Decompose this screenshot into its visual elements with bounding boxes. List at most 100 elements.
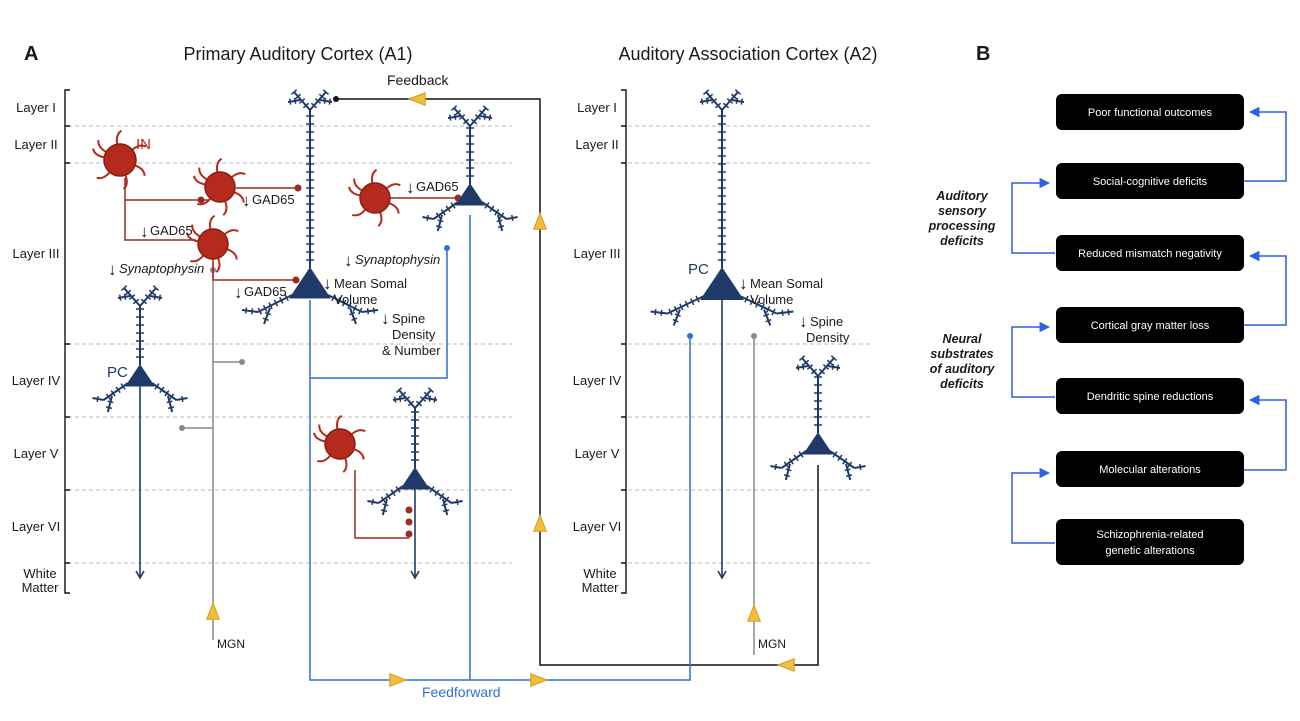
side-label-line: deficits	[940, 377, 984, 391]
layer-label: Layer II	[575, 137, 618, 152]
feedback-arrow-up	[532, 513, 548, 532]
mean-somal-label: Mean Somal	[334, 276, 407, 291]
side-label-line: sensory	[938, 204, 987, 218]
volume-label: Volume	[334, 292, 377, 307]
chain-connectors	[1011, 106, 1287, 544]
mean-somal-label: Mean Somal	[750, 276, 823, 291]
pathway-arrows	[205, 91, 795, 688]
gad65-label: GAD65	[416, 179, 459, 194]
down-arrow: ↓	[140, 222, 149, 241]
layer-label: Layer VI	[573, 519, 621, 534]
down-arrow: ↓	[381, 309, 390, 328]
down-arrow: ↓	[799, 312, 808, 331]
density-label: Density	[806, 330, 850, 345]
layer-label: Layer VI	[12, 519, 60, 534]
interneuron-layer5	[313, 414, 366, 473]
chain-box-label: Molecular alterations	[1099, 464, 1201, 476]
layer-labels-a2: Layer I Layer II Layer III Layer IV Laye…	[573, 100, 622, 595]
layer-label: Layer I	[16, 100, 56, 115]
down-arrow: ↓	[344, 251, 353, 270]
layer-label: Layer IV	[573, 373, 622, 388]
feedforward-arrow	[389, 672, 408, 688]
gad65-label: GAD65	[252, 192, 295, 207]
volume-label: Volume	[750, 292, 793, 307]
layer-label: Layer III	[13, 246, 60, 261]
interneuron-axons	[124, 178, 458, 539]
feedforward-branch	[310, 248, 448, 379]
down-arrow: ↓	[242, 191, 251, 210]
layer-labels-a1: Layer I Layer II Layer III Layer IV Laye…	[12, 100, 61, 595]
interneuron-layer3-a	[193, 157, 246, 216]
chain-box: Social-cognitive deficits	[1056, 163, 1244, 199]
layer-label: Layer V	[575, 446, 620, 461]
down-arrow: ↓	[739, 274, 748, 293]
chain-box-label: genetic alterations	[1105, 545, 1195, 557]
feedback-label: Feedback	[387, 72, 449, 88]
feedforward-label: Feedforward	[422, 684, 501, 700]
layer-bracket-a1	[64, 89, 70, 594]
layer-label: Layer II	[14, 137, 57, 152]
chain-box: Poor functional outcomes	[1056, 94, 1244, 130]
pyramidal-neurons	[92, 89, 866, 580]
feedforward-pathway	[309, 300, 691, 681]
pc-label: PC	[107, 364, 128, 381]
mgn-arrow-a2	[746, 603, 762, 622]
interneuron-layer3-right	[348, 168, 401, 227]
feedback-pathway	[336, 98, 819, 666]
synaptophysin-label: Synaptophysin	[355, 252, 440, 267]
panel-b-letter: B	[976, 43, 990, 65]
side-label-line: deficits	[940, 234, 984, 248]
interneuron-label: IN	[136, 136, 151, 153]
side-label-line: of auditory	[930, 362, 996, 376]
mgn-label-a2: MGN	[758, 637, 786, 651]
annotation-labels: ↓ GAD65 ↓ GAD65 ↓ GAD65 ↓ GAD65 ↓ Synapt…	[108, 178, 850, 358]
down-arrow: ↓	[323, 274, 332, 293]
spine-label: Spine	[810, 314, 843, 329]
chain-box-label: Schizophrenia-related	[1096, 529, 1203, 541]
side-label-line: processing	[928, 219, 996, 233]
chain-box-label: Cortical gray matter loss	[1091, 320, 1210, 332]
chain-box: Cortical gray matter loss	[1056, 307, 1244, 343]
chain-box-label: Reduced mismatch negativity	[1078, 248, 1222, 260]
side-label-neural: Neural substrates of auditory deficits	[930, 332, 996, 391]
layer-label: Layer IV	[12, 373, 61, 388]
mgn-terminal	[239, 359, 245, 365]
pyramidal-neuron-a1-layer4	[92, 285, 188, 580]
gad65-label: GAD65	[244, 284, 287, 299]
number-label: & Number	[382, 343, 441, 358]
mgn-arrow	[205, 601, 221, 620]
chain-box-label: Dendritic spine reductions	[1087, 391, 1214, 403]
feedback-arrow-left	[776, 657, 795, 673]
pyramidal-neuron-a1-layer5	[367, 387, 463, 580]
interneuron-top-left	[92, 129, 147, 190]
chain-box-label: Social-cognitive deficits	[1093, 176, 1208, 188]
spine-label: Spine	[392, 311, 425, 326]
synaptophysin-label: Synaptophysin	[119, 261, 204, 276]
interneuron-layer3-b	[186, 214, 239, 273]
pyramidal-neuron-a2-main	[650, 89, 794, 580]
side-label-line: Neural	[943, 332, 982, 346]
feedforward-terminal	[687, 333, 693, 339]
chain-box: Reduced mismatch negativity	[1056, 235, 1244, 271]
panel-a-letter: A	[24, 43, 38, 65]
density-label: Density	[392, 327, 436, 342]
layer-label: Layer I	[577, 100, 617, 115]
pc-label-a2: PC	[688, 261, 709, 278]
down-arrow: ↓	[234, 283, 243, 302]
layer-label: Layer V	[14, 446, 59, 461]
interneurons	[92, 129, 401, 473]
side-label-line: substrates	[930, 347, 993, 361]
pyramidal-neuron-a1-main	[241, 89, 379, 325]
mgn-label: MGN	[217, 637, 245, 651]
chain-box: Dendritic spine reductions	[1056, 378, 1244, 414]
a1-title: Primary Auditory Cortex (A1)	[183, 44, 412, 64]
feedback-arrow-up	[532, 211, 548, 230]
outcome-chain: Poor functional outcomesSocial-cognitive…	[1056, 94, 1244, 565]
chain-box-label: Poor functional outcomes	[1088, 107, 1213, 119]
mgn-input-a1	[182, 262, 242, 640]
chain-box: Molecular alterations	[1056, 451, 1244, 487]
mgn-terminal	[179, 425, 185, 431]
